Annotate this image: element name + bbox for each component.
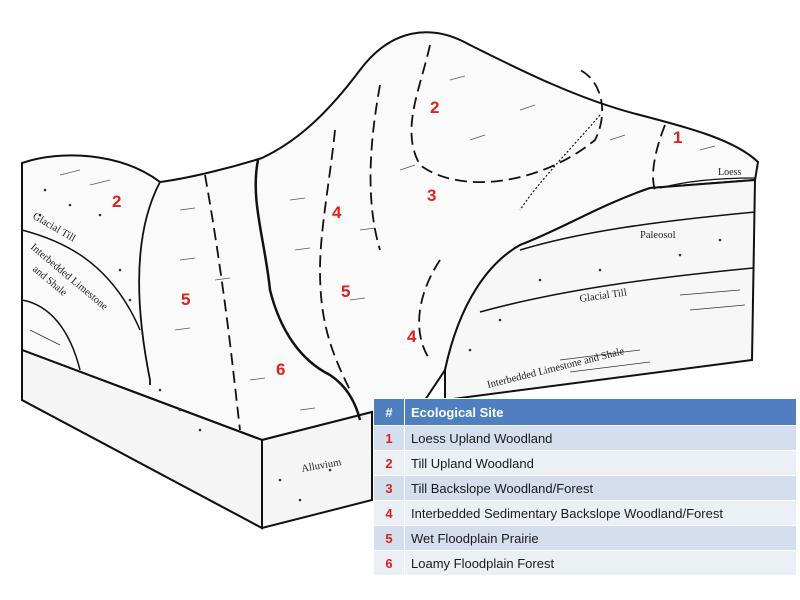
legend-row-num: 4 [373, 500, 405, 526]
legend-row-num: 3 [373, 475, 405, 501]
site-number-2: 2 [112, 192, 121, 211]
till-boundary [479, 267, 754, 313]
loess-label: Loess [718, 167, 741, 178]
till-stipple [38, 188, 722, 502]
site-number-4: 4 [332, 203, 342, 222]
site-number-2: 2 [430, 98, 439, 117]
legend-row-num: 5 [373, 525, 405, 551]
legend-row-site: Till Backslope Woodland/Forest [404, 475, 797, 501]
surface-hatching [59, 75, 716, 411]
legend-row-num: 2 [373, 450, 405, 476]
ridge-drainage [519, 114, 601, 211]
loess-boundary [659, 177, 756, 189]
paleosol-boundary [519, 211, 756, 251]
legend-row-site: Interbedded Sedimentary Backslope Woodla… [404, 500, 797, 526]
site-number-5: 5 [341, 282, 350, 301]
legend-header-row: # Ecological Site [373, 398, 797, 426]
stream-channel [254, 159, 362, 421]
paleosol-label: Paleosol [640, 230, 676, 241]
limestone-bricks [29, 289, 746, 373]
site-number-6: 6 [276, 360, 285, 379]
legend-row-site: Wet Floodplain Prairie [404, 525, 797, 551]
left-slope-edge [138, 181, 161, 385]
left-layer-boundary [21, 229, 141, 331]
block-right-face [444, 178, 757, 402]
site-number-1: 1 [673, 128, 682, 147]
legend-row: 6 Loamy Floodplain Forest [373, 550, 797, 576]
site-number-4: 4 [407, 327, 417, 346]
legend-header-num: # [373, 398, 405, 426]
legend-row: 1 Loess Upland Woodland [373, 425, 797, 451]
legend-row: 3 Till Backslope Woodland/Forest [373, 475, 797, 501]
legend-row: 4 Interbedded Sedimentary Backslope Wood… [373, 500, 797, 526]
site-boundaries [204, 44, 666, 431]
legend-row-site: Loess Upland Woodland [404, 425, 797, 451]
site-number-3: 3 [427, 186, 436, 205]
ecological-site-legend: # Ecological Site 1 Loess Upland Woodlan… [373, 398, 797, 576]
left-layer-boundary [21, 299, 81, 371]
site-number-5: 5 [181, 290, 190, 309]
legend-row: 5 Wet Floodplain Prairie [373, 525, 797, 551]
legend-row: 2 Till Upland Woodland [373, 450, 797, 476]
front-bottom-edge [261, 410, 373, 530]
legend-row-num: 1 [373, 425, 405, 451]
legend-row-site: Loamy Floodplain Forest [404, 550, 797, 576]
legend-row-site: Till Upland Woodland [404, 450, 797, 476]
legend-row-num: 6 [373, 550, 405, 576]
legend-header-site: Ecological Site [404, 398, 797, 426]
